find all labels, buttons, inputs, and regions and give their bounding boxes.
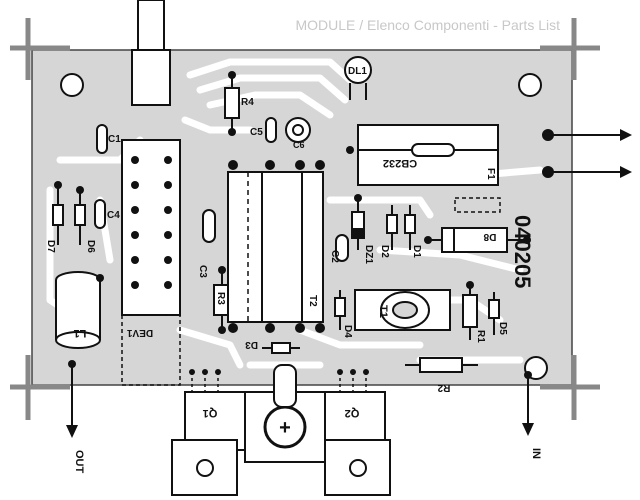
diode-d7: D7 — [45, 181, 64, 253]
capacitor-c3: C3 — [197, 209, 216, 278]
heatsink-screw-symbol: + — [279, 417, 291, 439]
dashed-outline — [454, 197, 501, 213]
capacitor-c4: C4 — [94, 199, 120, 229]
header-text: MODULE / Elenco Componenti - Parts List — [295, 17, 560, 33]
label-d1: D1 — [411, 245, 422, 258]
label-d8: D8 — [483, 231, 496, 242]
diode-d1: D1 — [404, 205, 422, 258]
resistor-r2: R2 — [405, 357, 478, 393]
label-d6: D6 — [85, 240, 96, 253]
label-d7: D7 — [45, 240, 56, 253]
label-c6: C6 — [293, 140, 305, 150]
label-c5: C5 — [250, 127, 263, 138]
output-terminal: OUT — [66, 366, 85, 474]
label-q1: Q1 — [203, 407, 218, 419]
input-terminal: IN — [522, 371, 542, 459]
crop-marks — [10, 18, 600, 420]
inductor-l1: L1 — [55, 271, 104, 368]
label-r3: R3 — [215, 292, 226, 305]
capacitor-c1: C1 — [96, 124, 121, 154]
capacitor-c2: C2 — [329, 234, 349, 263]
zener-dz1: DZ1 — [351, 194, 374, 264]
diode-d4: D4 — [334, 290, 353, 338]
label-dz1: DZ1 — [363, 245, 374, 264]
diode-d2: D2 — [379, 205, 398, 258]
diode-d6: D6 — [74, 186, 96, 253]
transistor-q1: Q1 — [189, 369, 221, 419]
label-d5: D5 — [497, 322, 508, 335]
transformer-t2: T2 — [227, 160, 325, 333]
switch-dev1: DEV1 — [121, 0, 181, 386]
mounting-holes — [60, 73, 548, 380]
capacitor-c5: C5 — [250, 117, 277, 143]
label-d4: D4 — [342, 325, 353, 338]
label-t1: T1 — [377, 305, 389, 318]
label-d3: D3 — [245, 339, 258, 350]
label-r2: R2 — [437, 382, 450, 393]
label-f1: F1 — [485, 168, 496, 180]
label-t2: T2 — [307, 295, 318, 307]
led-dl1: DL1 — [344, 56, 372, 100]
diode-d5: D5 — [488, 292, 508, 335]
label-dev1: DEV1 — [127, 327, 154, 338]
label-c4: C4 — [107, 210, 120, 221]
diode-d3: D3 — [245, 339, 300, 354]
label-r1: R1 — [475, 330, 486, 343]
label-q2: Q2 — [345, 407, 360, 419]
fuse-code-label: CB232 — [383, 157, 417, 169]
label-c2: C2 — [329, 250, 340, 263]
label-out: OUT — [73, 450, 85, 474]
transformer-t1: T1 — [354, 289, 451, 331]
resistor-r4: R4 — [224, 71, 254, 136]
resistor-r1: R1 — [462, 281, 486, 343]
label-dl1: DL1 — [348, 66, 367, 77]
label-r4: R4 — [241, 97, 254, 108]
label-c1: C1 — [108, 134, 121, 145]
heatsink: + — [171, 364, 391, 496]
label-in: IN — [530, 448, 542, 459]
fuse-f1: CB232 F1 — [346, 124, 499, 186]
input-arrows — [542, 129, 632, 178]
transistor-q2: Q2 — [337, 369, 369, 419]
label-l1: L1 — [74, 327, 87, 339]
label-c3: C3 — [197, 265, 208, 278]
capacitor-c6: C6 — [285, 117, 311, 150]
diode-d8: D8 — [424, 227, 531, 253]
board-code: 040205 — [510, 215, 535, 288]
label-d2: D2 — [379, 245, 390, 258]
